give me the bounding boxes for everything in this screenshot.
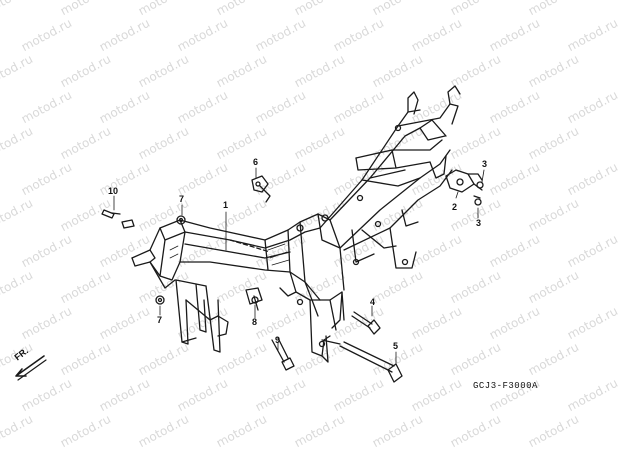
rear-bracket-part-2 [445,169,483,193]
callout-7-lower: 7 [157,315,163,325]
callout-10: 10 [108,186,119,196]
bolt-part-8 [245,287,263,311]
bolt-part-6 [251,175,271,203]
bolt-part-4 [351,311,381,335]
front-down-tubes [175,279,229,353]
bolt-part-3 [473,181,484,206]
bolt-part-9 [271,337,295,371]
callout-3-lower: 3 [476,218,482,228]
leader-lines [113,167,485,365]
callout-1: 1 [223,200,229,210]
callout-2: 2 [452,202,458,212]
callout-8: 8 [252,317,258,327]
callout-9: 9 [275,335,281,345]
front-arrow-icon [15,355,47,381]
callout-5: 5 [393,341,399,351]
bracket-part-10 [101,209,135,229]
callout-4: 4 [370,297,376,307]
callout-6: 6 [253,157,259,167]
callout-3-upper: 3 [482,159,488,169]
main-frame [131,85,461,363]
diagram-code: GCJ3-F3000A [473,381,538,391]
callout-7-upper: 7 [179,194,185,204]
pivot-bolt-part-5 [321,339,403,383]
nut-part-7 [155,215,186,305]
